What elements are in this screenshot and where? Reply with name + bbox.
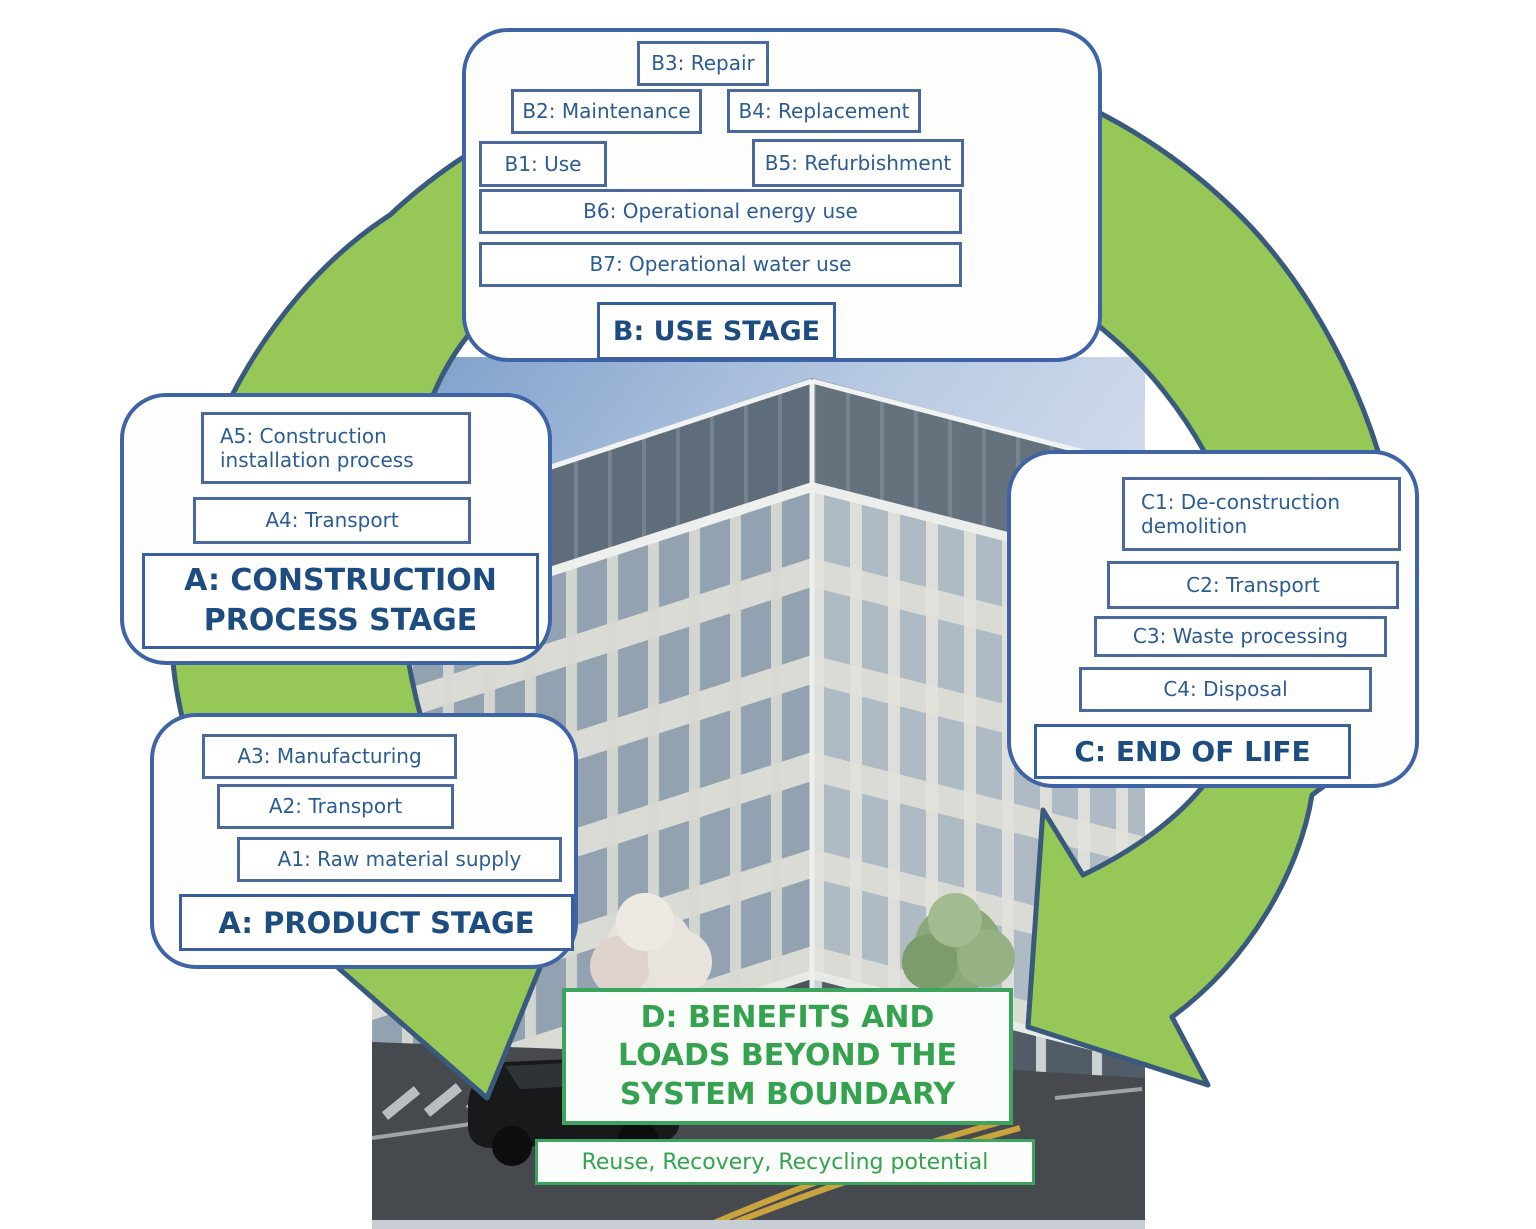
title-product-stage: A: PRODUCT STAGE bbox=[179, 894, 574, 951]
panel-end-of-life: C1: De-construction demolition C2: Trans… bbox=[1007, 450, 1419, 788]
box-b7: B7: Operational water use bbox=[479, 242, 962, 287]
box-a4-label: A4: Transport bbox=[265, 508, 399, 533]
box-c2: C2: Transport bbox=[1107, 561, 1399, 609]
title-use-stage-label: B: USE STAGE bbox=[612, 315, 821, 347]
box-b2: B2: Maintenance bbox=[511, 89, 702, 134]
box-b3: B3: Repair bbox=[637, 41, 769, 86]
box-a1-label: A1: Raw material supply bbox=[277, 847, 522, 872]
box-a4: A4: Transport bbox=[193, 497, 471, 544]
box-c4: C4: Disposal bbox=[1079, 667, 1372, 712]
panel-construction-stage: A5: Construction installation process A4… bbox=[120, 393, 552, 665]
title-construction-line2: PROCESS STAGE bbox=[203, 603, 478, 638]
title-end-of-life-label: C: END OF LIFE bbox=[1074, 735, 1311, 768]
box-b4: B4: Replacement bbox=[727, 89, 921, 133]
title-construction-stage: A: CONSTRUCTION PROCESS STAGE bbox=[142, 553, 539, 649]
box-a5-line1: A5: Construction bbox=[220, 423, 387, 448]
box-c4-label: C4: Disposal bbox=[1163, 677, 1288, 702]
box-b2-label: B2: Maintenance bbox=[522, 99, 691, 124]
panel-product-stage: A3: Manufacturing A2: Transport A1: Raw … bbox=[150, 713, 578, 969]
lane-line-right bbox=[1054, 1087, 1143, 1100]
title-product-stage-label: A: PRODUCT STAGE bbox=[218, 905, 535, 940]
box-b1-label: B1: Use bbox=[504, 151, 582, 176]
title-construction-line1: A: CONSTRUCTION bbox=[184, 562, 497, 598]
box-b7-label: B7: Operational water use bbox=[589, 252, 852, 277]
box-a2: A2: Transport bbox=[217, 784, 454, 829]
benefits-line2: LOADS BEYOND THE bbox=[618, 1038, 957, 1074]
box-b6-label: B6: Operational energy use bbox=[583, 199, 858, 224]
box-b4-label: B4: Replacement bbox=[738, 98, 910, 123]
box-a3-label: A3: Manufacturing bbox=[237, 744, 422, 769]
title-end-of-life: C: END OF LIFE bbox=[1034, 724, 1351, 779]
box-a1: A1: Raw material supply bbox=[237, 837, 562, 882]
box-a2-label: A2: Transport bbox=[268, 794, 403, 819]
benefits-line3: SYSTEM BOUNDARY bbox=[619, 1076, 956, 1112]
box-b6: B6: Operational energy use bbox=[479, 189, 962, 234]
panel-benefits: D: BENEFITS AND LOADS BEYOND THE SYSTEM … bbox=[562, 988, 1013, 1125]
benefits-subtitle-label: Reuse, Recovery, Recycling potential bbox=[581, 1149, 989, 1175]
box-c1: C1: De-construction demolition bbox=[1122, 477, 1401, 551]
box-c1-line2: demolition bbox=[1141, 514, 1248, 538]
benefits-subtitle-box: Reuse, Recovery, Recycling potential bbox=[535, 1139, 1035, 1185]
box-c1-line1: C1: De-construction bbox=[1141, 489, 1341, 514]
box-c3-label: C3: Waste processing bbox=[1132, 624, 1349, 649]
box-a5: A5: Construction installation process bbox=[201, 412, 471, 484]
box-a5-line2: installation process bbox=[220, 448, 414, 472]
box-b1: B1: Use bbox=[479, 141, 607, 187]
box-b3-label: B3: Repair bbox=[651, 51, 755, 76]
box-c2-label: C2: Transport bbox=[1186, 572, 1320, 597]
panel-use-stage: B3: Repair B2: Maintenance B4: Replaceme… bbox=[462, 28, 1102, 362]
benefits-line1: D: BENEFITS AND bbox=[640, 1000, 935, 1036]
photo-bottom-strip bbox=[372, 1220, 1145, 1229]
box-a3: A3: Manufacturing bbox=[202, 734, 457, 779]
box-c3: C3: Waste processing bbox=[1094, 616, 1387, 657]
title-use-stage: B: USE STAGE bbox=[597, 302, 836, 360]
box-b5: B5: Refurbishment bbox=[752, 139, 964, 187]
box-b5-label: B5: Refurbishment bbox=[764, 150, 952, 175]
